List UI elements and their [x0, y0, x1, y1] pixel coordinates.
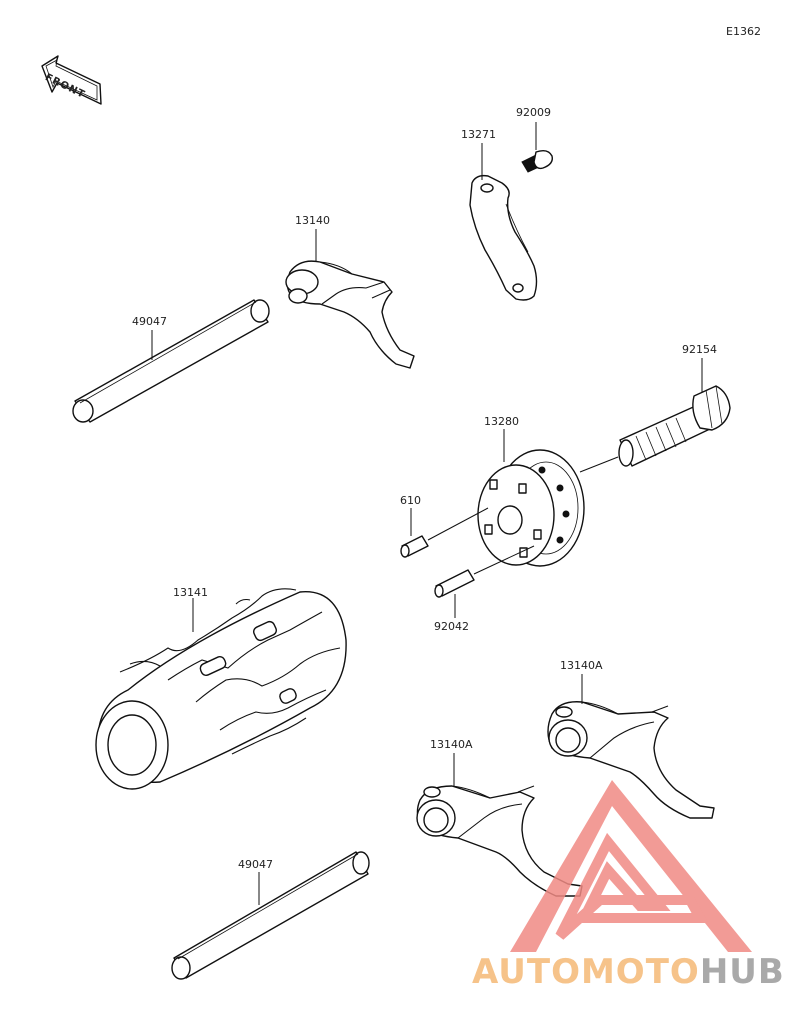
part-13140A-fork-right-shape — [547, 701, 715, 819]
part-label-610: 610 — [400, 494, 421, 507]
part-label-13141: 13141 — [173, 586, 208, 599]
part-49047-shaft-bottom-shape — [171, 851, 370, 980]
part-label-13140A-left: 13140A — [430, 738, 473, 751]
part-label-13271: 13271 — [461, 128, 496, 141]
diagram-code: E1362 — [726, 25, 761, 38]
part-13271-plate-shape — [469, 174, 538, 301]
watermark-text: AUTOMOTOHUB — [472, 952, 785, 992]
part-label-13140A-right: 13140A — [560, 659, 603, 672]
watermark-text-hub: HUB — [699, 952, 785, 992]
part-13280-cam-shape — [477, 449, 585, 567]
part-610-pin-shape — [400, 535, 429, 558]
part-label-92042: 92042 — [434, 620, 469, 633]
watermark-text-automoto: AUTOMOTO — [472, 952, 700, 992]
part-label-92154: 92154 — [682, 343, 717, 356]
part-13141-drum-shape — [95, 588, 347, 790]
part-92042-pin-shape — [434, 569, 475, 598]
part-13140A-fork-left-shape — [416, 785, 583, 897]
part-label-49047-bottom: 49047 — [238, 858, 273, 871]
part-13140-fork-shape — [285, 260, 415, 369]
part-49047-shaft-top-shape — [72, 299, 270, 423]
part-92154-bolt-shape — [618, 385, 731, 467]
front-arrow-icon — [41, 55, 102, 105]
part-92009-screw-shape — [521, 149, 553, 173]
part-label-49047-top: 49047 — [132, 315, 167, 328]
part-label-13280: 13280 — [484, 415, 519, 428]
part-label-92009: 92009 — [516, 106, 551, 119]
leader-lines — [151, 122, 703, 905]
part-label-13140: 13140 — [295, 214, 330, 227]
watermark-logo-icon — [510, 780, 752, 952]
